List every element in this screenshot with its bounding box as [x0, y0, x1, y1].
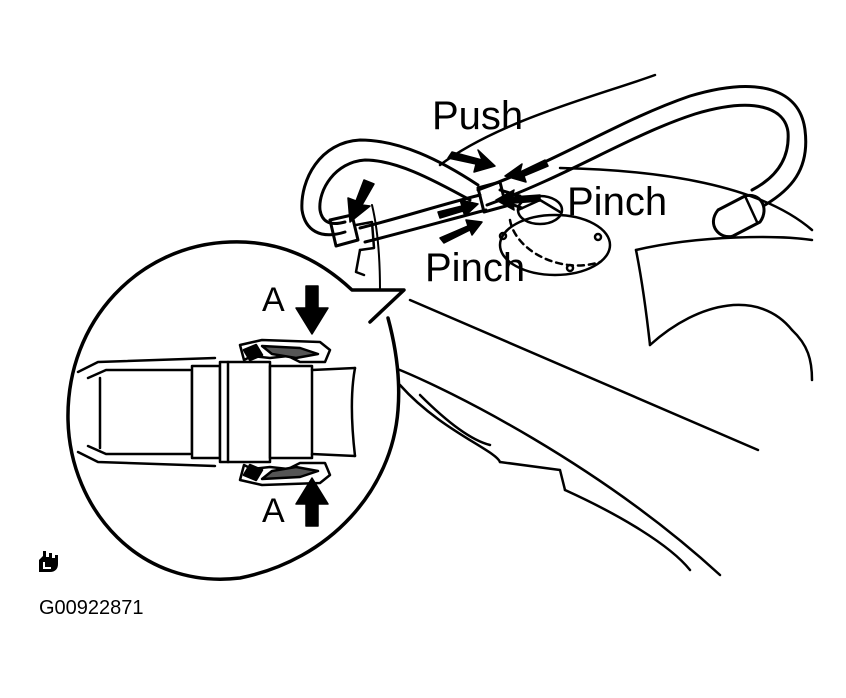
figure-code: G00922871 [39, 597, 144, 619]
pinch-label-lower: Pinch [425, 246, 526, 290]
detail-tube [76, 356, 357, 468]
pinch-arrow-1 [495, 189, 541, 211]
pinch-label-right: Pinch [567, 180, 668, 224]
a-arrow-up [295, 477, 329, 527]
detail-magnifier [66, 240, 406, 581]
a-label-top: A [262, 281, 285, 319]
down-arrow-left [347, 179, 375, 223]
hand-caution-icon [39, 551, 58, 572]
detail-seal-top [238, 338, 332, 364]
a-label-bottom: A [262, 492, 285, 530]
detail-seal-bottom [238, 461, 332, 487]
push-arrow-1 [447, 149, 496, 173]
pinch-arrow-2 [437, 199, 479, 219]
action-arrows [347, 149, 549, 244]
pinch-arrow-3 [439, 219, 483, 244]
a-arrow-down [295, 285, 329, 335]
push-arrow-2 [504, 159, 549, 183]
push-label: Push [432, 94, 524, 138]
fuel-hose [300, 85, 808, 291]
body-panel-lines [393, 73, 814, 577]
